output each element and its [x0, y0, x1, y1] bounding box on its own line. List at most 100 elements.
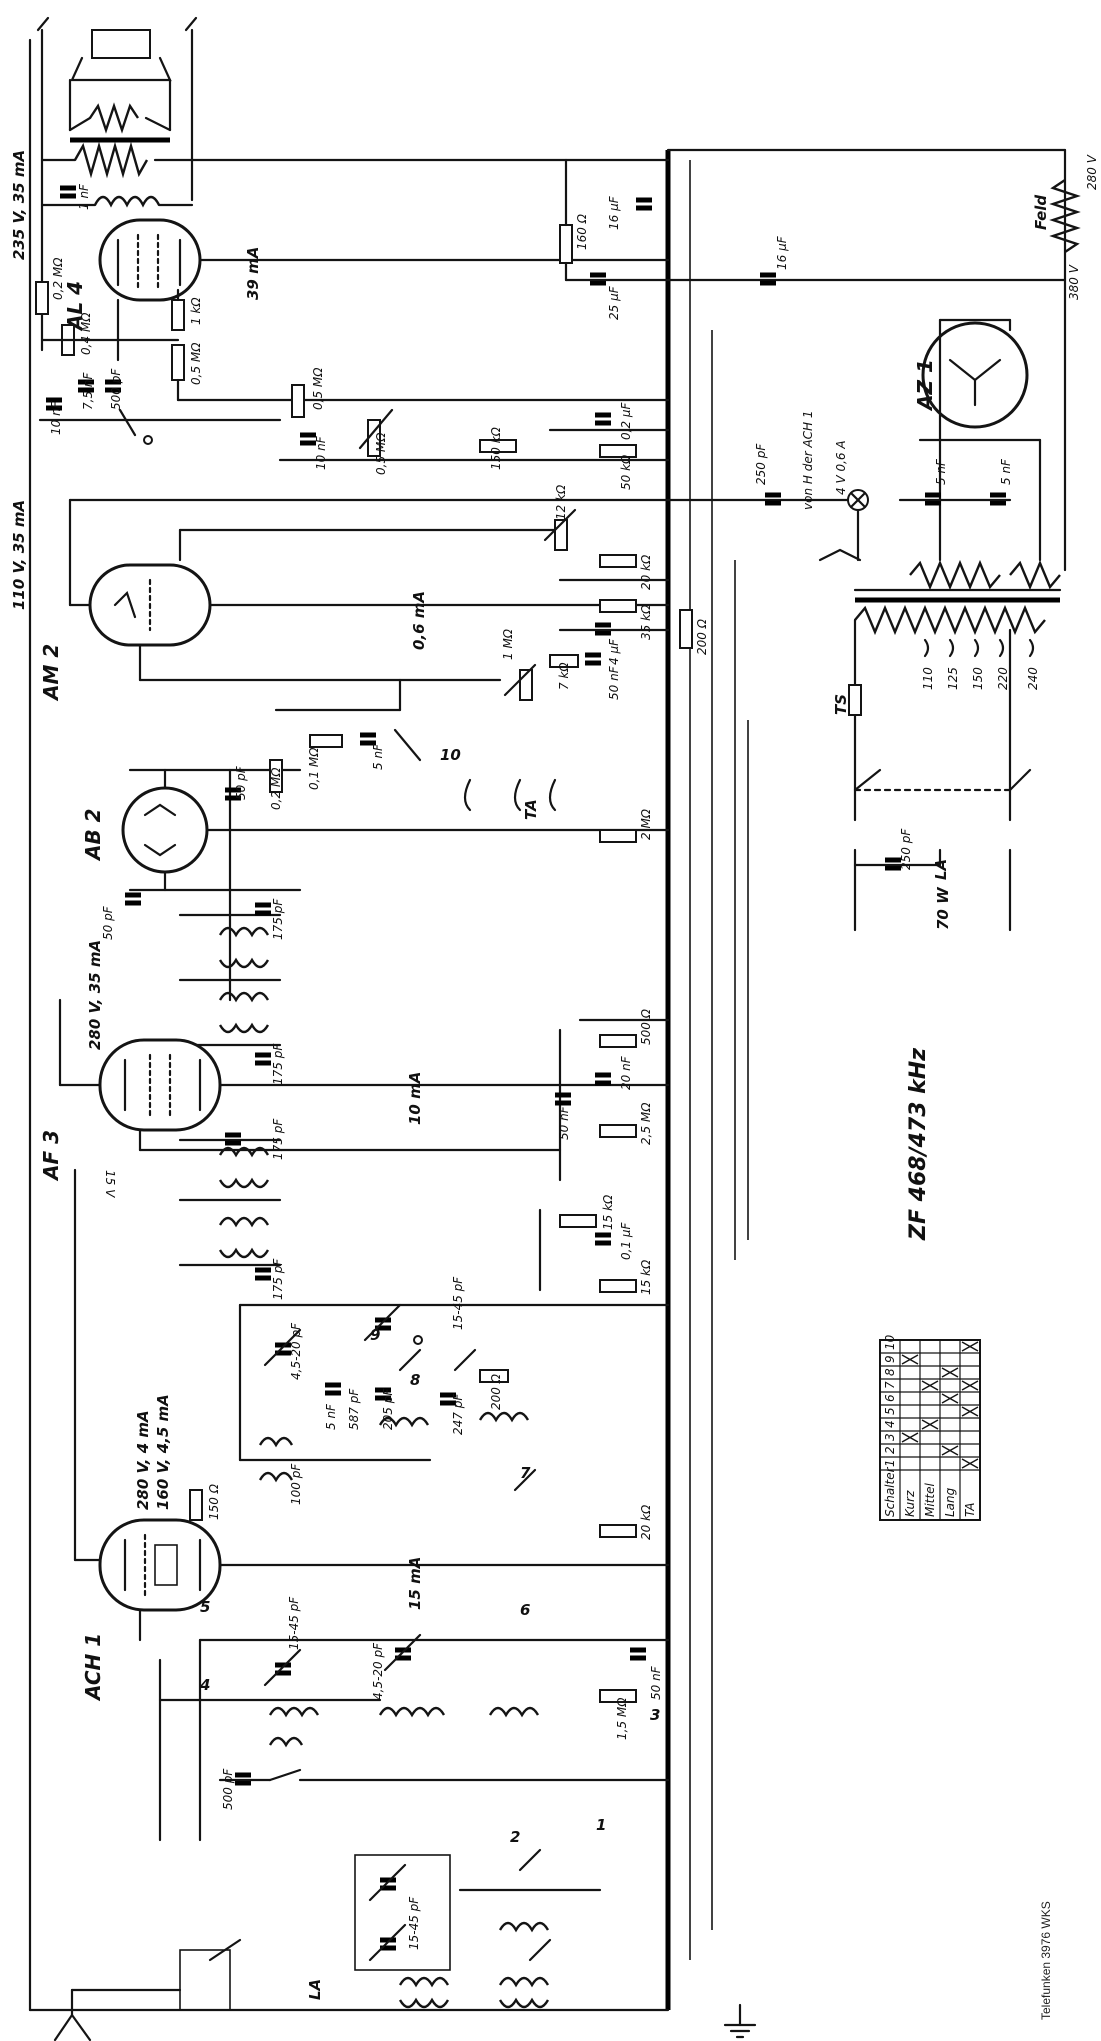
mains-tap-220: 220 [996, 667, 1010, 690]
tube-label-am2: AM 2 [39, 644, 63, 702]
tube-label-af3: AF 3 [39, 1130, 63, 1182]
switch-markers: 1 2 3 4 5 6 7 8 9 10 [199, 746, 660, 1846]
al4-current: 39 mA [244, 247, 262, 300]
table-row-label: TA [963, 1503, 977, 1517]
switch-4: 4 [199, 1676, 210, 1694]
value-0-5m-pot: 0,5 MΩ [374, 432, 388, 475]
value-205pf: 205 pF [381, 1388, 395, 1430]
value-0-2uf: 0,2 µF [619, 401, 633, 440]
value-150ohm: 150 Ω [207, 1483, 221, 1520]
output-transformer [40, 141, 670, 208]
table-mark [961, 1380, 979, 1391]
switch-6: 6 [520, 1601, 530, 1619]
value-15k-b: 15 kΩ [639, 1259, 653, 1295]
value-4-5-20pf: 4,5-20 pF [289, 1322, 303, 1380]
am2-current: 0,6 mA [410, 591, 428, 650]
value-20k-a: 20 kΩ [639, 554, 653, 590]
am2-anode-annotation: 110 V, 35 mA [10, 500, 28, 610]
hv-280-label: 280 V [1085, 154, 1099, 190]
value-2-5m: 2,5 MΩ [639, 1102, 653, 1145]
if-frequency-label: ZF 468/473 kHz [906, 1048, 931, 1241]
value-15-45pf-c: 15-45 pF [407, 1896, 421, 1950]
value-1k: 1 kΩ [189, 297, 203, 325]
value-1-5m: 1,5 MΩ [615, 1697, 629, 1740]
value-25uf: 25 µF [607, 285, 621, 320]
value-15k-a: 15 kΩ [601, 1194, 615, 1230]
value-0-5m-b: 0,5 MΩ [311, 367, 325, 410]
value-500pf-ant: 500 pF [221, 1768, 235, 1810]
ab2-components [125, 678, 637, 906]
table-column-label: 4 [883, 1420, 897, 1428]
mains-tap-150: 150 [971, 667, 985, 690]
table-column-label: 1 [883, 1459, 897, 1467]
value-12k-pot: 12 kΩ [554, 484, 568, 520]
ta-label: TA [522, 799, 540, 820]
switch-7: 7 [520, 1464, 531, 1482]
value-200ohm: 200 Ω [695, 618, 709, 655]
table-column-label: 2 [883, 1446, 897, 1454]
switch-3: 3 [650, 1706, 660, 1724]
supply-rails [689, 160, 749, 1960]
table-mark [941, 1367, 959, 1378]
value-15-45pf-a: 15-45 pF [451, 1276, 465, 1330]
from-ach1-label: von H der ACH 1 [801, 410, 815, 510]
table-column-label: 7 [883, 1381, 897, 1389]
switch-9: 9 [370, 1326, 380, 1344]
value-175pf-c: 175 pF [271, 1118, 285, 1160]
value-1m-pot: 1 MΩ [501, 628, 515, 660]
oscillator-section [238, 1303, 670, 1492]
value-35k: 35 kΩ [639, 604, 653, 640]
value-5nf-osc: 5 nF [324, 1403, 338, 1430]
af3-anode-annotation: 280 V, 35 mA [86, 940, 104, 1050]
antenna-coils [354, 1848, 602, 2009]
value-50pf-a: 50 pF [234, 765, 248, 800]
hv-380-label: 380 V [1067, 264, 1081, 300]
field-coil [1049, 179, 1081, 253]
tube-label-ab2: AB 2 [81, 808, 105, 862]
value-16uf-b: 16 µF [775, 235, 789, 270]
al4-anode-annotation: 235 V, 35 mA [10, 150, 28, 260]
rf-input-section [158, 1633, 670, 1842]
value-500ohm: 500 Ω [639, 1008, 653, 1045]
value-175pf-b: 175 pF [271, 1043, 285, 1085]
la-label-antenna: LA [306, 1979, 324, 2000]
credit-label: Telefunken 3976 WKS [1039, 1901, 1053, 2020]
switch-10: 10 [440, 746, 461, 764]
table-mark [901, 1354, 919, 1365]
value-250pf-b: 250 pF [899, 828, 913, 870]
switch-5: 5 [200, 1598, 210, 1616]
mains-taps [848, 618, 1035, 932]
tube-af3 [58, 998, 670, 1182]
value-5nf-b: 5 nF [999, 458, 1013, 485]
value-50nf-a: 50 nF [607, 665, 621, 700]
mains-tap-240: 240 [1026, 667, 1040, 690]
antenna-symbol [53, 1938, 757, 2041]
mains-tap-125: 125 [946, 667, 960, 690]
ach1-current: 15 mA [406, 1557, 424, 1610]
value-250pf-a: 250 pF [754, 443, 768, 485]
value-0-5m: 0,5 MΩ [189, 342, 203, 385]
value-50nf-b: 50 nF [557, 1105, 571, 1140]
value-50pf-b: 50 pF [101, 905, 115, 940]
mains-tap-110: 110 [921, 667, 935, 690]
value-20k-b: 20 kΩ [639, 1504, 653, 1540]
ach1-anode-b: 160 V, 4,5 mA [154, 1394, 172, 1510]
value-7k: 7 kΩ [557, 662, 571, 690]
value-1nf-al4: 1 nF [77, 183, 91, 210]
tube-am2 [68, 498, 670, 682]
value-587pf: 587 pF [347, 1388, 361, 1430]
table-mark [901, 1432, 919, 1443]
la-label-mains: LA [932, 859, 950, 880]
power-transformer [666, 489, 1062, 636]
value-0-1m: 0,1 MΩ [307, 747, 321, 790]
value-160ohm: 160 Ω [575, 213, 589, 250]
filter-cap-b [760, 272, 776, 286]
value-5nf-a: 5 nF [934, 458, 948, 485]
switch-2: 2 [510, 1828, 520, 1846]
table-row-label: Mittel [923, 1483, 937, 1517]
value-175pf-d: 175 pF [271, 1258, 285, 1300]
table-column-label: 8 [883, 1368, 897, 1376]
value-4uf: 4 µF [607, 638, 621, 665]
